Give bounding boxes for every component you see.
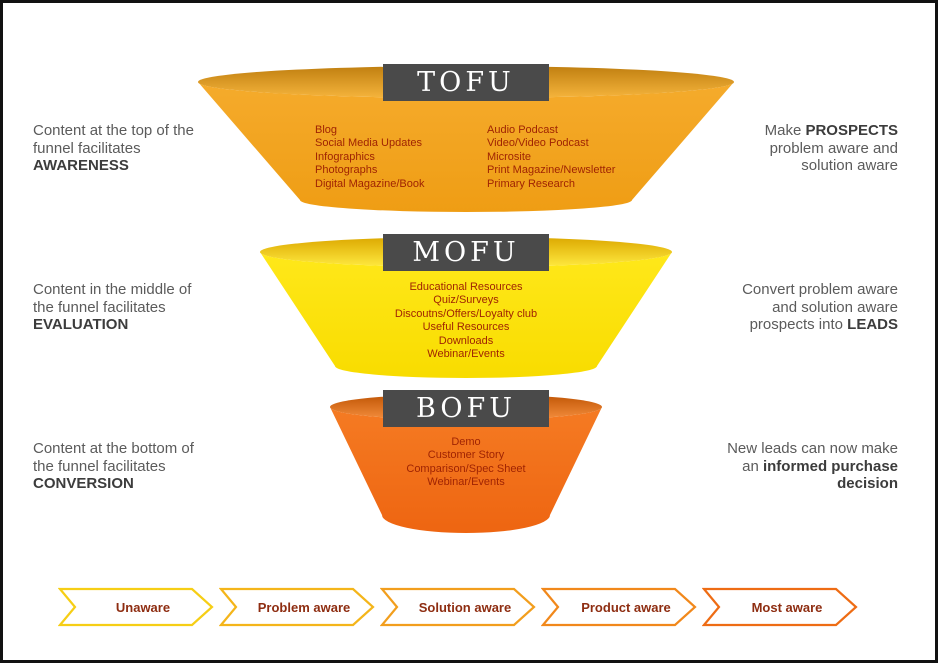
- stage-label: Problem aware: [258, 600, 351, 615]
- note-prospects: Make PROSPECTS problem aware and solutio…: [758, 122, 898, 175]
- funnel-item: Photographs: [315, 164, 378, 177]
- stage-chevron-product-aware: Product aware: [541, 587, 697, 627]
- stage-chevron-problem-aware: Problem aware: [219, 587, 375, 627]
- mofu-label-badge: MOFU: [383, 234, 549, 271]
- note-text: New leads can now make an: [727, 440, 898, 475]
- stage-chevron-most-aware: Most aware: [702, 587, 858, 627]
- note-text: Make: [764, 122, 806, 139]
- note-purchase-decision: New leads can now make an informed purch…: [726, 440, 898, 493]
- note-text: problem aware and solution aware: [769, 139, 898, 175]
- funnel-item: Webinar/Events: [427, 348, 505, 361]
- funnel-item: Video/Video Podcast: [487, 137, 589, 150]
- funnel-item: Useful Resources: [422, 321, 510, 334]
- funnel-item: Blog: [315, 124, 338, 136]
- mofu-label: MOFU: [412, 237, 520, 268]
- note-awareness: Content at the top of the funnel facilit…: [33, 122, 213, 175]
- tofu-label: TOFU: [417, 67, 515, 98]
- stage-label: Most aware: [752, 600, 823, 615]
- funnel-item: Social Media Updates: [315, 137, 423, 150]
- note-leads: Convert problem aware and solution aware…: [738, 281, 898, 334]
- note-conversion: Content at the bottom of the funnel faci…: [33, 440, 213, 493]
- funnel-item: Demo: [451, 436, 481, 448]
- note-text: Content at the top of the funnel facilit…: [33, 122, 194, 157]
- awareness-stage-bar: Unaware Problem aware Solution aware Pro…: [58, 587, 859, 627]
- funnel-item: Digital Magazine/Book: [315, 177, 425, 190]
- chevron-outline: [702, 587, 858, 627]
- note-keyword: EVALUATION: [33, 316, 129, 333]
- note-keyword: informed purchase decision: [762, 457, 898, 493]
- funnel-item: Comparison/Spec Sheet: [406, 462, 526, 475]
- stage-chevron-unaware: Unaware: [58, 587, 214, 627]
- funnel-item: Webinar/Events: [427, 476, 505, 489]
- funnel-item: Print Magazine/Newsletter: [487, 164, 616, 177]
- note-text: Content at the bottom of the funnel faci…: [33, 440, 194, 475]
- funnel-item: Infographics: [315, 150, 375, 163]
- chevron-outline: [219, 587, 375, 627]
- funnel-item: Microsite: [487, 150, 532, 163]
- tofu-body-shape: [198, 82, 734, 212]
- note-keyword: LEADS: [847, 316, 898, 333]
- funnel-item: Quiz/Surveys: [433, 294, 499, 307]
- bofu-label-badge: BOFU: [383, 390, 549, 427]
- bofu-items-list: Demo Customer Story Comparison/Spec Shee…: [346, 436, 586, 490]
- tofu-label-badge: TOFU: [383, 64, 549, 101]
- funnel-item: Educational Resources: [409, 281, 523, 293]
- funnel-item: Discoutns/Offers/Loyalty club: [394, 307, 538, 320]
- bofu-label: BOFU: [416, 393, 516, 424]
- funnel-item: Customer Story: [427, 449, 505, 462]
- mofu-items-list: Educational Resources Quiz/Surveys Disco…: [316, 281, 616, 361]
- stage-label: Product aware: [581, 600, 671, 615]
- stage-label: Unaware: [116, 600, 170, 615]
- mofu-body-shape: [260, 252, 672, 378]
- note-text: Convert problem aware and solution aware…: [742, 281, 898, 333]
- stage-chevron-solution-aware: Solution aware: [380, 587, 536, 627]
- funnel-item: Primary Research: [487, 177, 576, 190]
- note-text: Content in the middle of the funnel faci…: [33, 281, 192, 316]
- chevron-outline: [380, 587, 536, 627]
- funnel-item: Downloads: [438, 334, 494, 347]
- note-keyword: AWARENESS: [33, 157, 129, 174]
- tofu-items-right-column: Audio Podcast Video/Video Podcast Micros…: [487, 124, 615, 191]
- tofu-items-left-column: Blog Social Media Updates Infographics P…: [315, 124, 424, 191]
- bofu-body-shape: [330, 407, 602, 533]
- note-keyword: PROSPECTS: [805, 122, 898, 139]
- chevron-outline: [58, 587, 214, 627]
- funnel-item: Audio Podcast: [487, 124, 558, 136]
- note-evaluation: Content in the middle of the funnel faci…: [33, 281, 213, 334]
- note-keyword: CONVERSION: [33, 475, 134, 492]
- chevron-outline: [541, 587, 697, 627]
- stage-label: Solution aware: [419, 600, 511, 615]
